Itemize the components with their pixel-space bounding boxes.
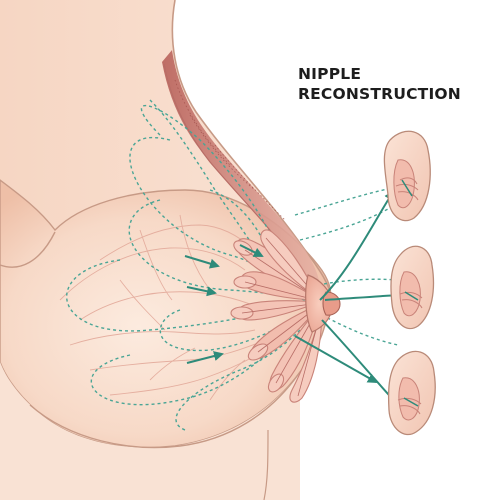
teal-flow-arrow-icon	[184, 190, 402, 407]
underarm-crease	[0, 231, 56, 268]
body-side-line	[263, 429, 269, 500]
areola	[305, 274, 333, 333]
title-line-1: NIPPLE	[298, 65, 362, 83]
skin-flap-bottom	[387, 350, 436, 436]
diagram-title: NIPPLE RECONSTRUCTION	[298, 64, 461, 104]
skin-flap-top	[383, 130, 431, 222]
pectoral-muscle-layer	[162, 50, 321, 300]
title-line-2: RECONSTRUCTION	[298, 85, 461, 103]
skin-edge	[171, 0, 333, 301]
skin-flap-middle	[390, 245, 435, 330]
flap-connection-lines	[294, 187, 399, 346]
nipple	[322, 291, 341, 316]
veins	[59, 214, 263, 401]
lower-chest	[0, 362, 300, 500]
inframammary-fold	[29, 371, 301, 449]
